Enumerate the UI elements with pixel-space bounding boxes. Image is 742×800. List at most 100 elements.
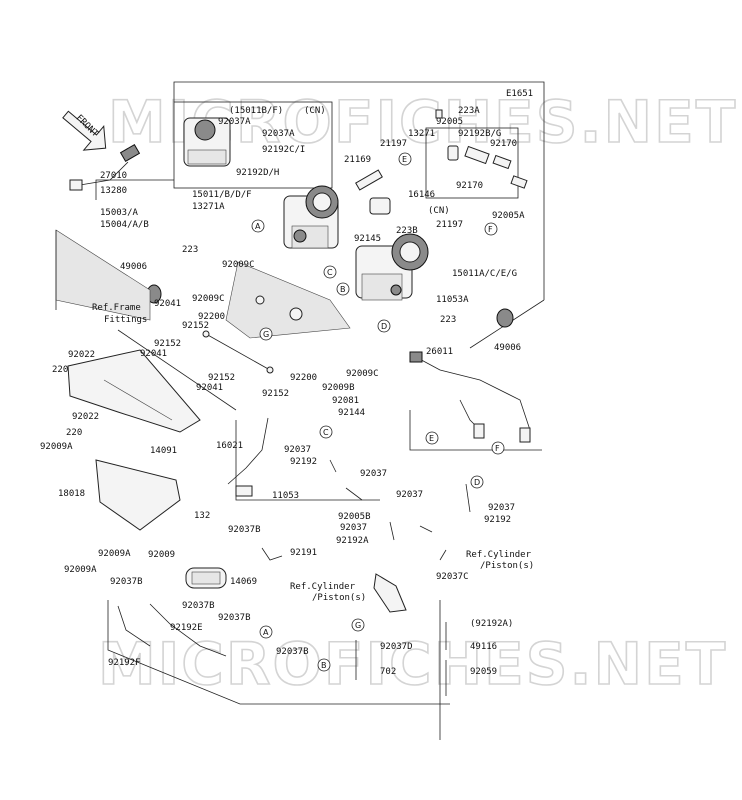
label-15011-b-d-f: 15011/B/D/F <box>192 190 252 200</box>
cable-16021 <box>227 417 269 485</box>
label-26011: 26011 <box>426 347 453 357</box>
label-27010: 27010 <box>100 171 127 181</box>
svg-text:F: F <box>495 444 500 453</box>
label-piston-2: /Piston(s) <box>312 593 366 603</box>
label-cn-2: (CN) <box>428 206 450 216</box>
svg-text:A: A <box>263 628 269 637</box>
label-21197-1: 21197 <box>380 139 407 149</box>
bracket-11053 <box>235 485 253 497</box>
label-92037b-5: 92037B <box>276 647 309 657</box>
vent-hoses-center <box>329 459 471 696</box>
label-92200-2: 92200 <box>290 373 317 383</box>
label-92037a-1: 92037A <box>218 117 251 127</box>
label-92081: 92081 <box>332 396 359 406</box>
label-92037-2: 92037 <box>360 469 387 479</box>
callout-d-2: D <box>470 475 484 489</box>
label-15004-a-b: 15004/A/B <box>100 220 149 230</box>
label-11053: 11053 <box>272 491 299 501</box>
label-49116: 49116 <box>470 642 497 652</box>
callout-a-2: A <box>259 625 273 639</box>
side-cover-upper <box>67 349 201 433</box>
label-ref-frame: Ref.Frame <box>92 303 141 313</box>
label-92145: 92145 <box>354 234 381 244</box>
svg-text:B: B <box>321 661 327 670</box>
label-92005: 92005 <box>436 117 463 127</box>
callout-c-2: C <box>319 425 333 439</box>
air-box-parts <box>146 284 514 328</box>
label-ref-cylinder-2: Ref.Cylinder <box>290 582 356 592</box>
label-92152-4: 92152 <box>262 389 289 399</box>
intake-assembly-left <box>55 143 151 321</box>
label-16146: 16146 <box>408 190 435 200</box>
svg-text:D: D <box>381 322 387 331</box>
label-15003-a: 15003/A <box>100 208 139 218</box>
label-92192a-paren: (92192A) <box>470 619 513 629</box>
label-21169: 21169 <box>344 155 371 165</box>
label-92191: 92191 <box>290 548 317 558</box>
callout-e-2: E <box>425 431 439 445</box>
label-49006-right: 49006 <box>494 343 521 353</box>
label-92192d-h: 92192D/H <box>236 168 279 178</box>
label-92009b: 92009B <box>322 383 355 393</box>
label-49006-left: 49006 <box>120 262 147 272</box>
carburetor-rear <box>355 233 429 301</box>
label-fittings: Fittings <box>104 315 147 325</box>
label-92005b: 92005B <box>338 512 371 522</box>
inset-box-top <box>173 101 333 189</box>
label-92037b-4: 92037B <box>218 613 251 623</box>
label-92152-1: 92152 <box>182 321 209 331</box>
label-92037-4: 92037 <box>340 523 367 533</box>
callout-f-2: F <box>491 441 505 455</box>
label-cn-1: (CN) <box>304 106 326 116</box>
label-92005a: 92005A <box>492 211 525 221</box>
callout-g-2: G <box>351 618 365 632</box>
svg-text:D: D <box>474 478 480 487</box>
label-92192c-i: 92192C/I <box>262 145 305 155</box>
label-92009: 92009 <box>148 550 175 560</box>
label-15011b-f: (15011B/F) <box>229 106 283 116</box>
label-92037a-2: 92037A <box>262 129 295 139</box>
svg-text:F: F <box>488 225 493 234</box>
label-92192-1: 92192 <box>290 457 317 467</box>
label-132: 132 <box>194 511 210 521</box>
svg-text:B: B <box>340 285 346 294</box>
label-92170-2: 92170 <box>456 181 483 191</box>
label-92192-2: 92192 <box>484 515 511 525</box>
label-18018: 18018 <box>58 489 85 499</box>
label-92009a-1: 92009A <box>40 442 73 452</box>
label-220-2: 220 <box>66 428 82 438</box>
label-92037-3: 92037 <box>396 490 423 500</box>
label-92022-2: 92022 <box>72 412 99 422</box>
inset-box-right <box>425 127 519 199</box>
label-92041-3: 92041 <box>196 383 223 393</box>
label-92037c: 92037C <box>436 572 469 582</box>
label-92041-2: 92041 <box>140 349 167 359</box>
label-220-1: 220 <box>52 365 68 375</box>
callout-a-1: A <box>251 219 265 233</box>
hose-92191 <box>261 547 283 561</box>
fittings-top-right <box>355 109 528 215</box>
wiring-harness <box>409 351 531 443</box>
label-92152-2: 92152 <box>154 339 181 349</box>
svg-text:C: C <box>327 268 333 277</box>
svg-text:C: C <box>323 428 329 437</box>
label-92192e: 92192E <box>170 623 203 633</box>
callout-b-2: B <box>317 658 331 672</box>
label-92009a-3: 92009A <box>64 565 97 575</box>
label-702: 702 <box>380 667 396 677</box>
label-92152-3: 92152 <box>208 373 235 383</box>
hoses-left <box>117 603 227 657</box>
callout-g-1: G <box>259 327 273 341</box>
label-92037b-1: 92037B <box>228 525 261 535</box>
label-13271a: 13271A <box>192 202 225 212</box>
label-92037-5: 92037 <box>488 503 515 513</box>
svg-text:G: G <box>355 621 361 630</box>
label-92037d: 92037D <box>380 642 413 652</box>
carburetor-inset <box>183 117 231 167</box>
label-92009c-1: 92009C <box>222 260 255 270</box>
label-92200-1: 92200 <box>198 312 225 322</box>
side-cover-lower <box>95 459 181 531</box>
label-13271: 13271 <box>408 129 435 139</box>
rod-assembly <box>202 330 274 374</box>
